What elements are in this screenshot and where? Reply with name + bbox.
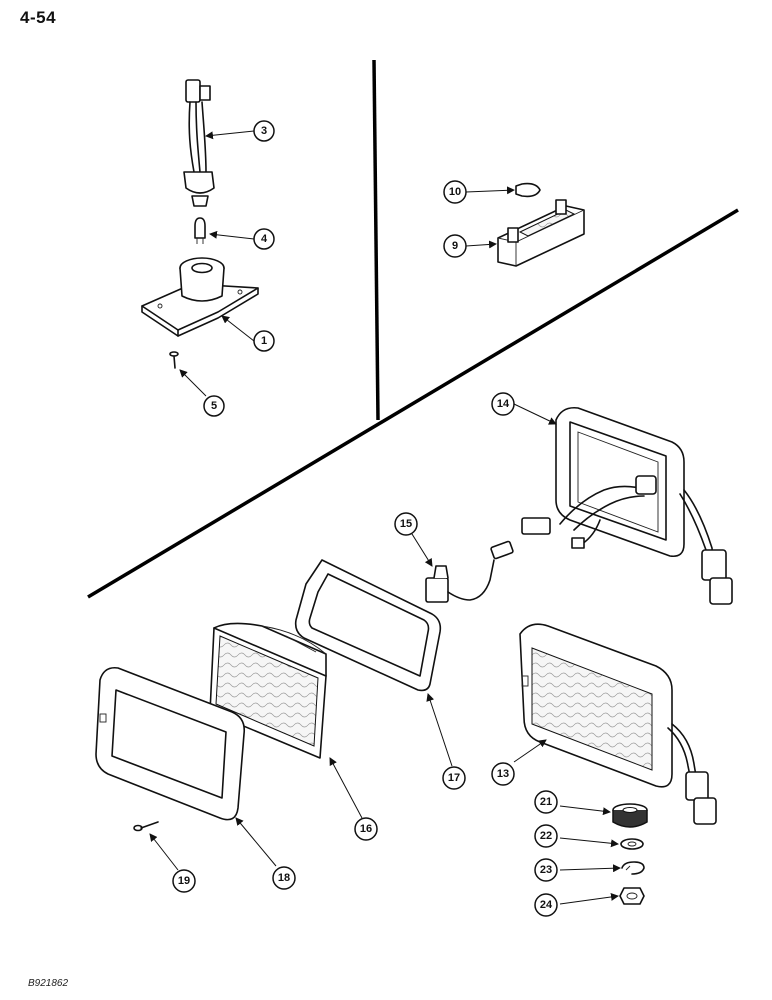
sealed-beam-lamp <box>209 622 327 759</box>
callout-17: 17 <box>442 766 466 790</box>
halogen-bulb <box>425 540 514 603</box>
callout-19-label: 19 <box>178 875 190 887</box>
bulb <box>194 217 206 244</box>
callout-1: 1 <box>253 330 275 352</box>
work-lamp-assembly <box>519 623 717 825</box>
callout-5: 5 <box>203 395 225 417</box>
callout-5-label: 5 <box>211 400 217 412</box>
callout-24-label: 24 <box>540 899 553 911</box>
lamp-bezel <box>95 666 246 821</box>
callout-17-label: 17 <box>448 772 460 784</box>
callout-21: 21 <box>534 790 558 814</box>
callout-23: 23 <box>534 858 558 882</box>
callout-21-label: 21 <box>540 796 552 808</box>
callout-16-label: 16 <box>360 823 372 835</box>
callout-9-label: 9 <box>452 240 458 252</box>
callout-4: 4 <box>253 228 275 250</box>
callout-10: 10 <box>443 180 467 204</box>
callout-18: 18 <box>272 866 296 890</box>
callout-3-label: 3 <box>261 125 267 137</box>
callout-18-label: 18 <box>278 872 290 884</box>
callout-10-label: 10 <box>449 186 461 198</box>
festoon-bulb <box>515 182 541 198</box>
callout-22: 22 <box>534 824 558 848</box>
callout-1-label: 1 <box>261 335 267 347</box>
callout-14-label: 14 <box>497 398 510 410</box>
callout-15: 15 <box>394 512 418 536</box>
lamp-base-plate <box>141 257 259 337</box>
callout-9: 9 <box>443 234 467 258</box>
flat-washer <box>620 838 644 850</box>
callout-4-label: 4 <box>261 233 268 245</box>
work-lamp-housing <box>521 406 733 605</box>
callout-3: 3 <box>253 120 275 142</box>
callout-13-label: 13 <box>497 768 509 780</box>
rubber-grommet <box>612 803 648 828</box>
callout-13: 13 <box>491 762 515 786</box>
wire-harness-socket <box>183 79 215 207</box>
callout-14: 14 <box>491 392 515 416</box>
callout-23-label: 23 <box>540 864 552 876</box>
screw-bezel <box>133 821 159 832</box>
section-dividers <box>87 59 739 599</box>
callout-22-label: 22 <box>540 830 552 842</box>
courtesy-lamp-assembly <box>497 199 585 267</box>
gasket <box>294 559 442 692</box>
callout-15-label: 15 <box>400 518 412 530</box>
hex-nut <box>619 887 645 905</box>
screw-small <box>169 351 179 369</box>
document-code: B921862 <box>28 978 69 989</box>
callout-16: 16 <box>354 817 378 841</box>
leader-arrows <box>149 130 621 905</box>
callout-24: 24 <box>534 893 558 917</box>
lock-washer <box>621 861 645 875</box>
callout-19: 19 <box>172 869 196 893</box>
page-number: 4-54 <box>20 8 57 27</box>
